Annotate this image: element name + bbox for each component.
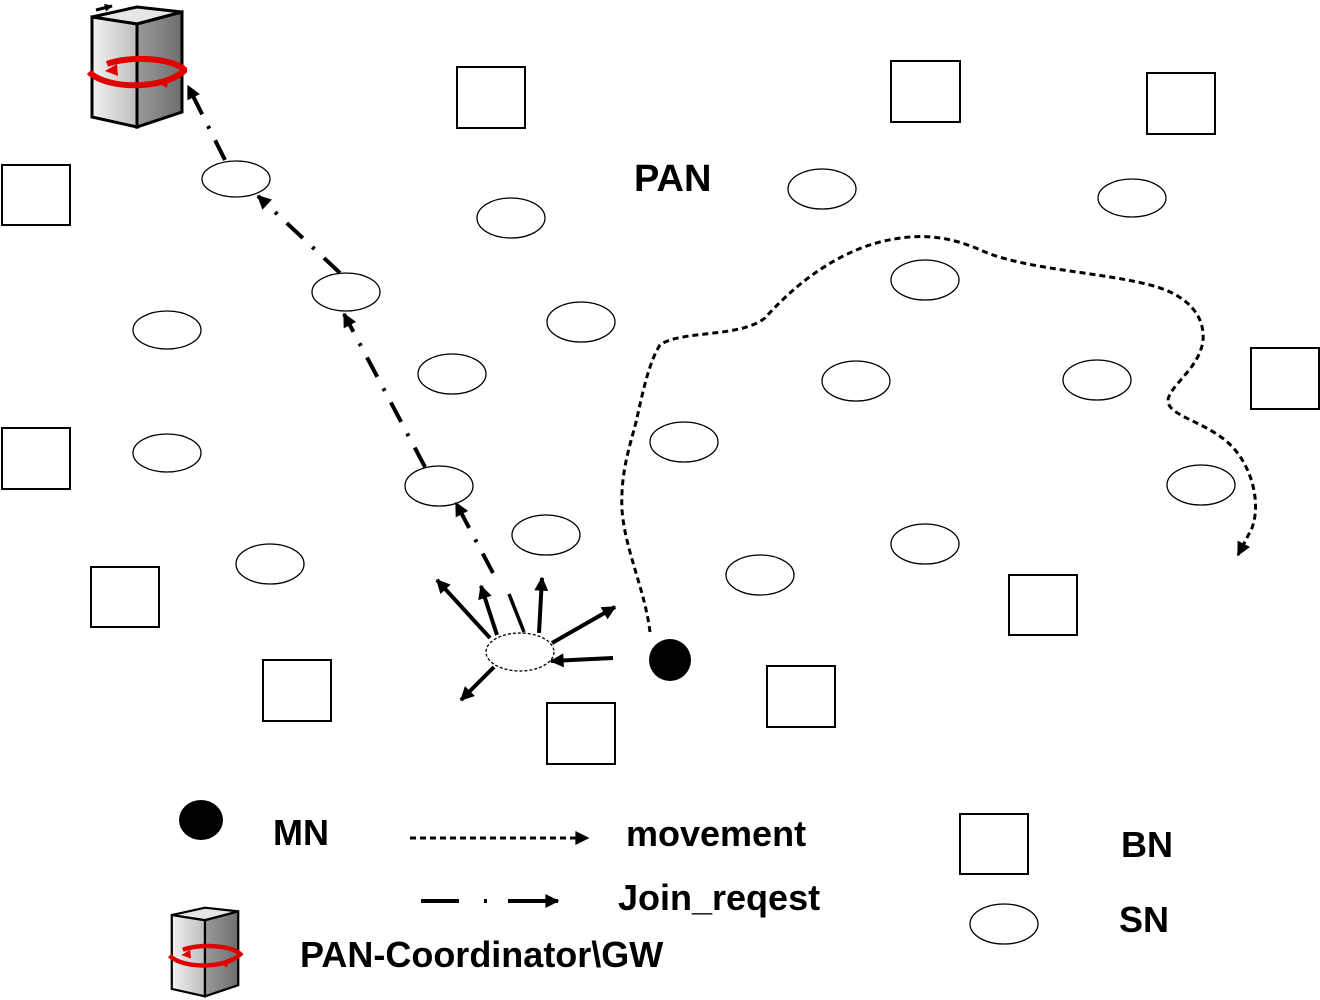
sn-node — [417, 353, 487, 395]
bn-node — [262, 659, 332, 722]
legend: MN movement Join_reqest PAN-Coordinator\… — [170, 800, 1173, 996]
join-request-segment — [256, 194, 342, 275]
sn-node — [1062, 359, 1132, 401]
legend-bn-label: BN — [1121, 824, 1173, 865]
sn-node — [404, 465, 474, 507]
join-request-segment — [186, 84, 227, 161]
legend-sn-label: SN — [1119, 899, 1169, 940]
legend-join-label: Join_reqest — [618, 877, 820, 918]
broadcast-arrow — [459, 665, 496, 702]
join-request-segment — [454, 501, 495, 574]
legend-bn-symbol — [959, 813, 1029, 875]
bn-node — [1, 427, 71, 490]
bn-node — [766, 665, 836, 728]
sn-node — [546, 301, 616, 343]
sn-node — [1166, 464, 1236, 506]
broadcast-arrows — [435, 576, 617, 702]
bn-node — [546, 702, 616, 765]
broadcast-arrow — [549, 653, 614, 668]
join-request-segment — [342, 312, 427, 468]
network-label: PAN — [634, 158, 711, 200]
sn-node — [787, 168, 857, 210]
broadcast-arrow — [534, 576, 549, 634]
bn-node — [1250, 347, 1320, 410]
sn-node — [311, 272, 381, 312]
sn-node — [511, 514, 581, 556]
bn-node — [1146, 72, 1216, 135]
legend-coordinator-symbol — [170, 908, 241, 997]
broadcast-arrow — [435, 578, 492, 640]
bn-node — [90, 566, 160, 628]
bn-node — [890, 60, 961, 123]
legend-movement-label: movement — [626, 813, 806, 854]
sn-nodes — [132, 160, 1236, 672]
sn-node — [201, 160, 271, 198]
bn-nodes — [1, 60, 1320, 765]
movement-path — [620, 235, 1257, 633]
sn-node — [485, 632, 555, 672]
bn-node — [1008, 574, 1078, 636]
legend-mn-label: MN — [273, 812, 329, 853]
sn-node — [821, 360, 891, 402]
pan-coordinator-node — [89, 3, 185, 127]
join-request-path — [186, 84, 495, 574]
mobile-node — [649, 639, 691, 681]
sn-node — [649, 421, 719, 463]
sn-node — [132, 433, 202, 473]
broadcast-arrow — [478, 584, 499, 636]
broadcast-arrow — [551, 605, 617, 645]
sn-node — [890, 259, 960, 301]
sn-node — [890, 523, 960, 565]
sn-node — [132, 310, 202, 350]
sn-node — [1097, 178, 1167, 218]
sn-node — [235, 543, 305, 585]
legend-sn-symbol — [969, 903, 1039, 945]
sn-node — [725, 554, 795, 596]
legend-coordinator-label: PAN-Coordinator\GW — [300, 934, 663, 975]
sn-node — [476, 197, 546, 239]
legend-mn-symbol — [179, 800, 223, 840]
bn-node — [1, 164, 71, 226]
bn-node — [456, 66, 526, 129]
broadcast-arrow — [507, 593, 526, 633]
